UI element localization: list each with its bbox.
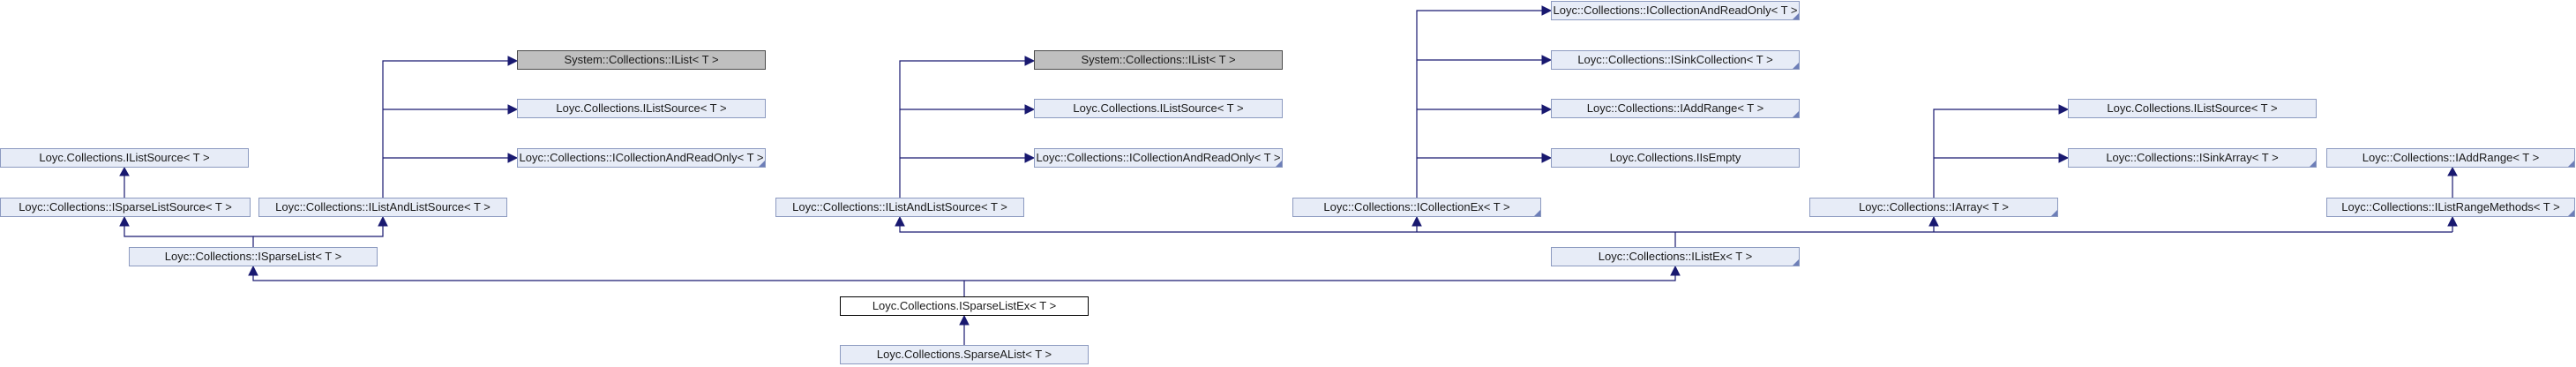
node-system-ilist-1[interactable]: System::Collections::IList< T > bbox=[517, 50, 766, 70]
node-ilistex[interactable]: Loyc::Collections::IListEx< T > bbox=[1551, 247, 1800, 266]
arrow-ilistsource2 bbox=[1024, 104, 1036, 115]
arrow-isinkcollection bbox=[1541, 55, 1553, 65]
edge-isparselist-to-ilals1 bbox=[253, 226, 384, 237]
node-ilistsource-left[interactable]: Loyc.Collections.IListSource< T > bbox=[0, 148, 249, 168]
arrow-iarray bbox=[1928, 215, 1939, 227]
arrow-ilals1 bbox=[378, 215, 388, 227]
node-iisempty[interactable]: Loyc.Collections.IIsEmpty bbox=[1551, 148, 1800, 168]
edge-iarray-to-parents bbox=[1933, 109, 2065, 198]
node-icollectionandreadonly-3[interactable]: Loyc::Collections::ICollectionAndReadOnl… bbox=[1551, 1, 1800, 20]
node-iaddrange-2[interactable]: Loyc::Collections::IAddRange< T > bbox=[2326, 148, 2575, 168]
node-isinkcollection[interactable]: Loyc::Collections::ISinkCollection< T > bbox=[1551, 50, 1800, 70]
arrow-iaddrange1 bbox=[1541, 104, 1553, 115]
node-ilistsource-1[interactable]: Loyc.Collections.IListSource< T > bbox=[517, 99, 766, 118]
arrow-ilistrangemethods bbox=[2447, 215, 2458, 227]
arrow-ilist1 bbox=[507, 56, 519, 66]
node-icollectionandreadonly-1[interactable]: Loyc::Collections::ICollectionAndReadOnl… bbox=[517, 148, 766, 168]
node-ilistsource-3[interactable]: Loyc.Collections.IListSource< T > bbox=[2068, 99, 2317, 118]
node-iaddrange-1[interactable]: Loyc::Collections::IAddRange< T > bbox=[1551, 99, 1800, 118]
node-icollectionandreadonly-2[interactable]: Loyc::Collections::ICollectionAndReadOnl… bbox=[1034, 148, 1283, 168]
edge-ilals2-to-parents bbox=[899, 60, 1031, 198]
node-isinkarray[interactable]: Loyc::Collections::ISinkArray< T > bbox=[2068, 148, 2317, 168]
arrow-icro3 bbox=[1541, 5, 1553, 16]
edges bbox=[124, 10, 2453, 345]
arrow-isparselistex bbox=[959, 314, 970, 326]
arrow-icro1 bbox=[507, 153, 519, 163]
node-ilistsource-2[interactable]: Loyc.Collections.IListSource< T > bbox=[1034, 99, 1283, 118]
edge-isparselist-to-isparselistsource bbox=[124, 226, 254, 247]
node-sparsealist[interactable]: Loyc.Collections.SparseAList< T > bbox=[840, 345, 1089, 364]
arrow-isinkarray bbox=[2058, 153, 2070, 163]
edge-ilistex-bus bbox=[899, 226, 2453, 247]
arrow-ilistsource-l bbox=[119, 166, 130, 176]
arrow-iisempty bbox=[1541, 153, 1553, 163]
arrow-ilistsource3 bbox=[2058, 104, 2070, 115]
node-icollectionex[interactable]: Loyc::Collections::ICollectionEx< T > bbox=[1292, 198, 1541, 217]
edge-isparselistex-bus bbox=[252, 275, 1676, 296]
arrow-icollectionex bbox=[1412, 215, 1422, 227]
node-isparselistex[interactable]: Loyc.Collections.ISparseListEx< T > bbox=[840, 296, 1089, 316]
edge-ilals1-to-parents bbox=[382, 60, 514, 198]
node-ilistrangemethods[interactable]: Loyc::Collections::IListRangeMethods< T … bbox=[2326, 198, 2575, 217]
arrow-ilist2 bbox=[1024, 56, 1036, 66]
edge-icollectionex-to-parents bbox=[1416, 10, 1548, 198]
arrow-ilistex bbox=[1670, 265, 1681, 276]
node-isparselistsource[interactable]: Loyc::Collections::ISparseListSource< T … bbox=[0, 198, 251, 217]
node-ilistandlistsource-2[interactable]: Loyc::Collections::IListAndListSource< T… bbox=[775, 198, 1024, 217]
node-system-ilist-2[interactable]: System::Collections::IList< T > bbox=[1034, 50, 1283, 70]
node-iarray[interactable]: Loyc::Collections::IArray< T > bbox=[1809, 198, 2058, 217]
arrowheads bbox=[119, 5, 2458, 326]
arrow-icro2 bbox=[1024, 153, 1036, 163]
arrow-iaddrange2 bbox=[2447, 166, 2458, 176]
node-ilistandlistsource-1[interactable]: Loyc::Collections::IListAndListSource< T… bbox=[258, 198, 507, 217]
arrow-ilals2 bbox=[895, 215, 905, 227]
node-isparselist[interactable]: Loyc::Collections::ISparseList< T > bbox=[129, 247, 378, 266]
arrow-isparselistsource bbox=[119, 215, 130, 227]
arrow-ilistsource1 bbox=[507, 104, 519, 115]
arrow-isparselist bbox=[248, 265, 258, 276]
